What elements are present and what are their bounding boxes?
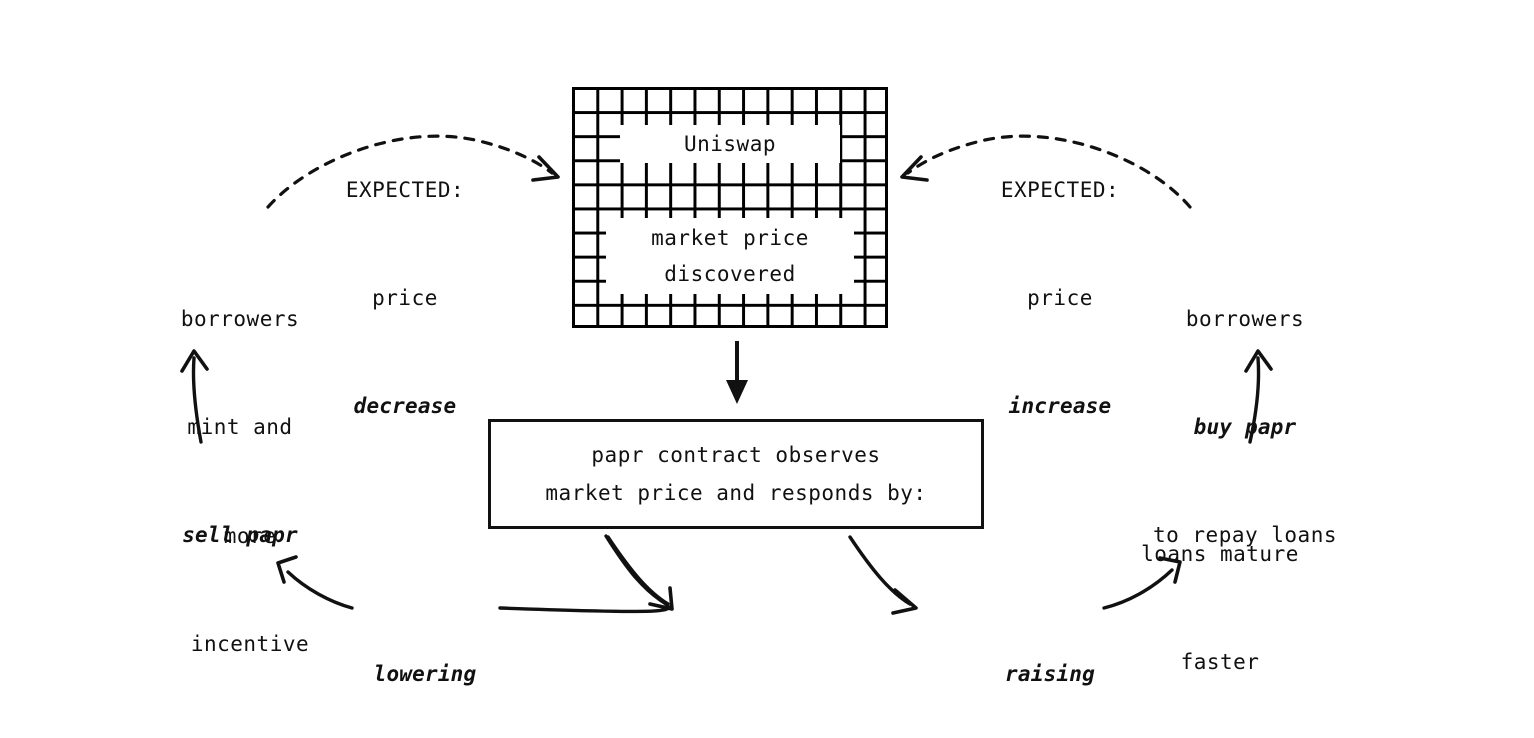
arrow-contract-to-raising-head-icon xyxy=(891,588,918,615)
papr-contract-box: papr contract observes market price and … xyxy=(488,419,984,529)
borrowers-right-line-3: to repay loans xyxy=(1152,523,1337,547)
grid-outer-border xyxy=(572,87,888,328)
lowering-rates-label: lowering rates xyxy=(315,584,535,738)
borrowers-buy-papr-label: borrowers buy papr to repay loans xyxy=(1120,229,1370,625)
raising-rates-label: raising rates xyxy=(940,584,1160,738)
dashed-arrow-right-head-icon xyxy=(900,155,929,182)
lowering-line-1: lowering xyxy=(373,662,477,686)
market-price-line-1: market price xyxy=(651,226,809,250)
grid-label-market-price: market price discovered xyxy=(606,218,854,294)
borrowers-left-line-1: borrowers xyxy=(180,307,300,331)
borrowers-right-line-1: borrowers xyxy=(1185,307,1305,331)
response-line-2-emph: responds xyxy=(768,481,874,505)
response-line-2-plain-b: by: xyxy=(874,481,927,505)
response-line-2-plain-a: market price and xyxy=(545,481,769,505)
uniswap-grid: Uniswap market price discovered xyxy=(572,87,888,328)
response-line-2: market price and responds by: xyxy=(491,474,981,512)
maturity-line-2: faster xyxy=(1180,650,1260,674)
raising-line-1: raising xyxy=(1005,662,1095,686)
market-price-line-2: discovered xyxy=(664,262,796,286)
arrow-contract-to-lowering-curve xyxy=(606,535,670,606)
expected-right-line-2: price xyxy=(1027,286,1093,310)
uniswap-text: Uniswap xyxy=(683,132,776,156)
arrow-grid-to-contract-head-icon xyxy=(726,380,748,404)
borrowers-left-line-2: mint and xyxy=(187,415,293,439)
expected-left-line-1: EXPECTED: xyxy=(345,178,465,202)
dashed-arrow-left-head-icon xyxy=(531,155,560,182)
expected-right-line-1: EXPECTED: xyxy=(1000,178,1120,202)
response-line-1-emph: observes xyxy=(775,443,881,467)
arrow-contract-to-lowering-head-icon xyxy=(648,586,674,611)
borrowers-right-line-2: buy papr xyxy=(1193,415,1297,439)
more-incentive-to-borrow-label: more incentive to borrow xyxy=(110,446,390,738)
arrow-contract-to-raising xyxy=(848,535,912,606)
response-line-1: papr contract observes xyxy=(491,436,981,474)
maturity-line-1: loans mature xyxy=(1141,542,1299,566)
incentive-line-2: incentive xyxy=(190,632,310,656)
expected-left-line-3: decrease xyxy=(353,394,457,418)
expected-right-line-3: increase xyxy=(1008,394,1112,418)
incentive-line-1: more xyxy=(223,524,277,548)
expected-left-line-2: price xyxy=(372,286,438,310)
grid-label-uniswap: Uniswap xyxy=(620,125,840,163)
response-line-1-plain: papr contract xyxy=(591,443,776,467)
borrowers-left-line-3: sell papr xyxy=(182,523,298,547)
